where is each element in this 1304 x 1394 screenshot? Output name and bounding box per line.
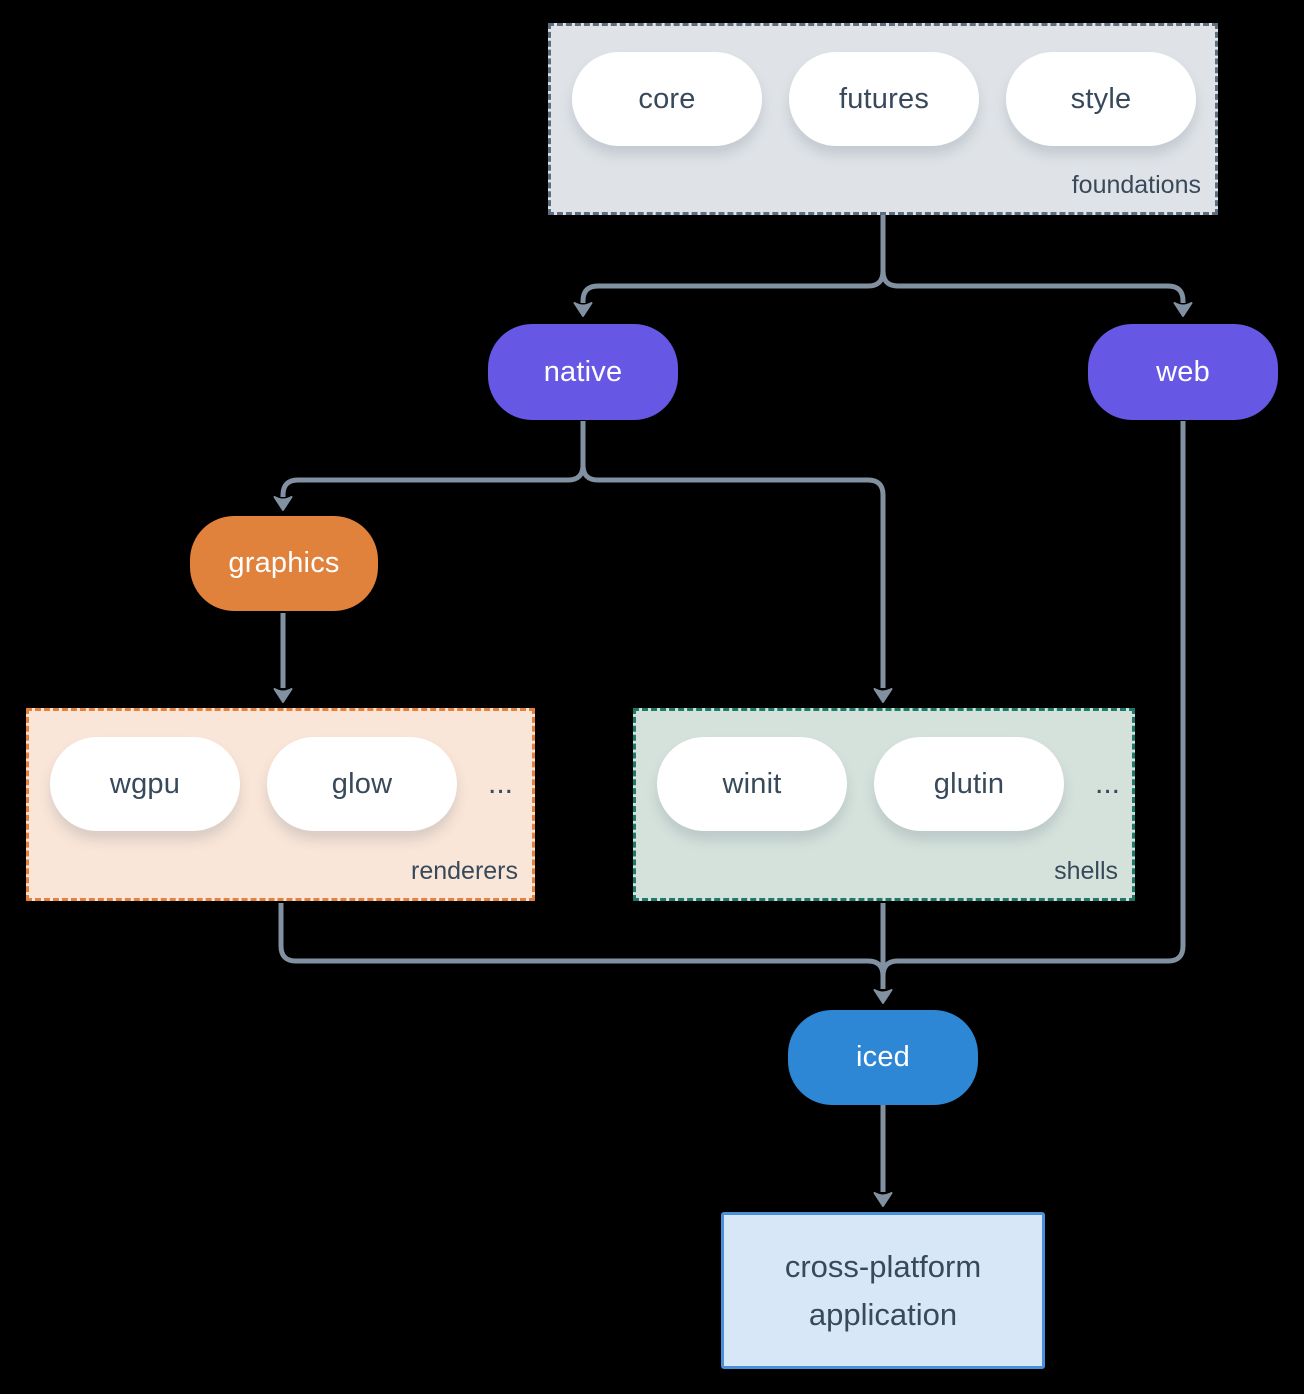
arrowhead-iced [873,989,893,1004]
shells-pill-row: winit glutin ... [657,737,1120,831]
connector-foundations-to-web [880,270,1186,303]
group-foundations-label: foundations [1071,171,1201,199]
node-iced: iced [788,1010,978,1105]
node-glutin: glutin [874,737,1064,831]
arrowhead-shells [873,688,893,703]
arrowhead-graphics [273,496,293,511]
arrowhead-native [573,302,593,317]
node-native: native [488,324,678,420]
renderers-pill-row: wgpu glow ... [50,737,513,831]
node-winit: winit [657,737,847,831]
foundations-pill-row: core futures style [572,52,1196,146]
connector-foundations-to-native [580,270,886,303]
node-graphics: graphics [190,516,378,611]
arrowhead-web [1173,302,1193,317]
group-renderers-label: renderers [411,857,518,885]
connector-renderers-to-iced [278,903,886,985]
group-renderers: wgpu glow ... renderers [26,708,535,901]
shells-ellipsis: ... [1095,767,1121,800]
node-futures: futures [789,52,979,146]
connector-native-to-shells [580,464,886,688]
group-foundations: core futures style foundations [548,23,1218,215]
node-web: web [1088,324,1278,420]
arrowhead-renderers [273,688,293,703]
node-glow: glow [267,737,457,831]
node-cross-platform-application: cross-platform application [721,1212,1045,1369]
connector-native-to-graphics [280,464,586,497]
node-wgpu: wgpu [50,737,240,831]
group-shells-label: shells [1054,857,1118,885]
arrowhead-application [873,1192,893,1207]
renderers-ellipsis: ... [488,767,514,800]
group-shells: winit glutin ... shells [633,708,1135,901]
node-style: style [1006,52,1196,146]
node-core: core [572,52,762,146]
